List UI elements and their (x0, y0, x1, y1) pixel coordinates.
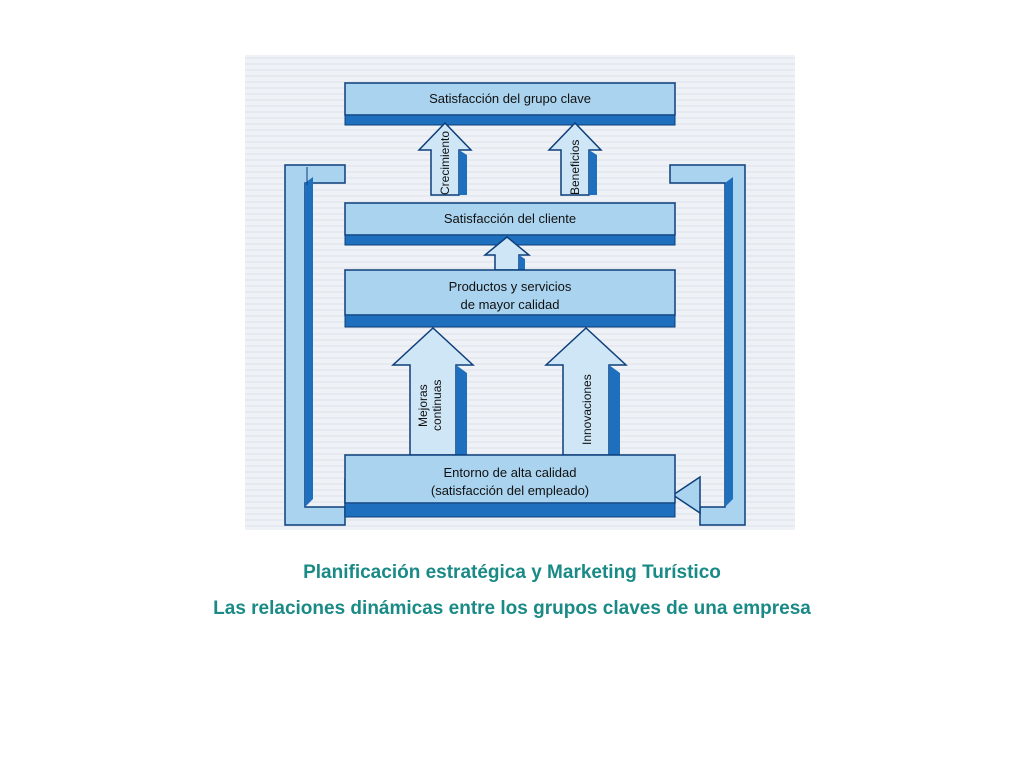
box-entorno: Entorno de alta calidad (satisfacción de… (343, 454, 677, 518)
arrow-innovaciones: Innovaciones (544, 326, 628, 456)
arrow-mejoras-label-2: continuas (430, 380, 444, 431)
caption-subtitle: Las relaciones dinámicas entre los grupo… (213, 598, 811, 619)
arrow-innovaciones-label: Innovaciones (580, 374, 594, 445)
arrow-crecimiento-label: Crecimiento (438, 131, 452, 195)
arrow-mejoras-label-1: Mejoras (416, 384, 430, 427)
box-entorno-label-2: (satisfacción del empleado) (431, 483, 589, 498)
box-entorno-label-1: Entorno de alta calidad (444, 465, 577, 480)
diagram-figure: Satisfacción del grupo clave Crecimiento… (245, 55, 795, 530)
box-productos-label-1: Productos y servicios (449, 279, 572, 294)
box-cliente-label: Satisfacción del cliente (444, 211, 576, 226)
right-feedback-arrow (669, 164, 746, 526)
box-productos: Productos y servicios de mayor calidad (343, 269, 677, 328)
box-grupo-clave: Satisfacción del grupo clave (343, 82, 677, 126)
diagram-svg: Satisfacción del grupo clave Crecimiento… (245, 55, 795, 530)
arrow-crecimiento: Crecimiento (417, 121, 473, 196)
arrow-mejoras-continuas: Mejoras continuas (391, 326, 475, 456)
arrow-beneficios-label: Beneficios (568, 140, 582, 195)
caption-title: Planificación estratégica y Marketing Tu… (303, 562, 721, 583)
box-grupo-clave-label: Satisfacción del grupo clave (429, 91, 591, 106)
box-productos-label-2: de mayor calidad (461, 297, 560, 312)
arrow-products-to-client (482, 236, 532, 271)
box-cliente: Satisfacción del cliente (343, 202, 677, 246)
arrow-beneficios: Beneficios (547, 121, 603, 196)
